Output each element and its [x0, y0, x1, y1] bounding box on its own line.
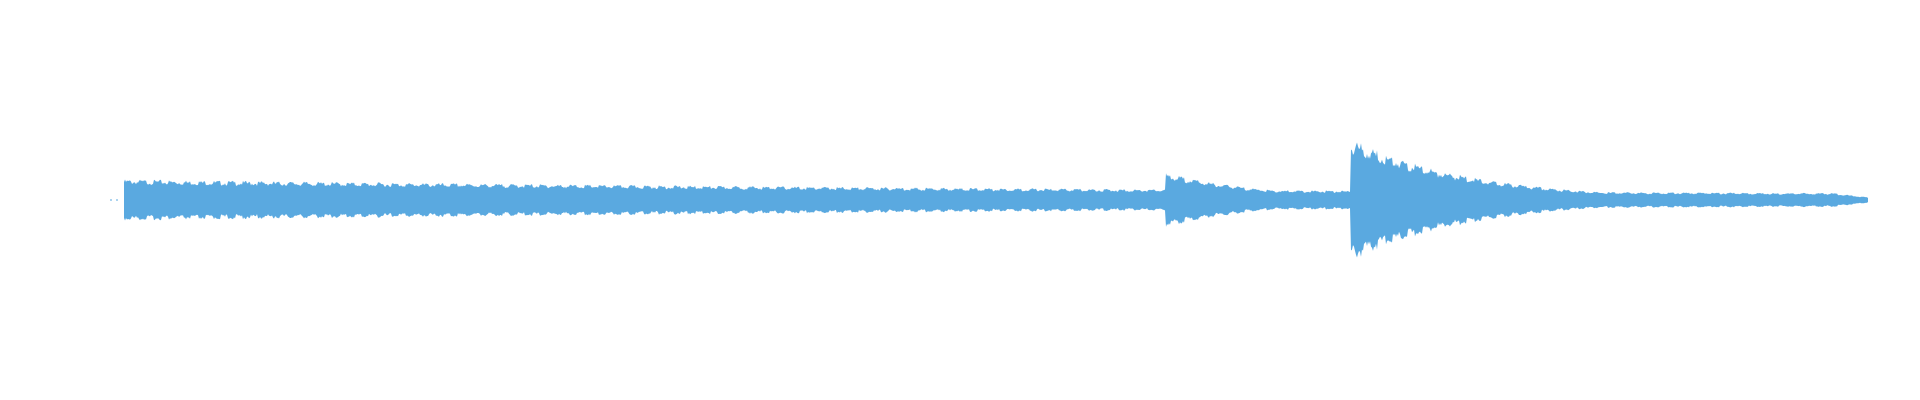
waveform-envelope [124, 142, 1868, 258]
waveform-preroll-dot [110, 199, 112, 201]
waveform-preroll-dot [116, 199, 118, 201]
